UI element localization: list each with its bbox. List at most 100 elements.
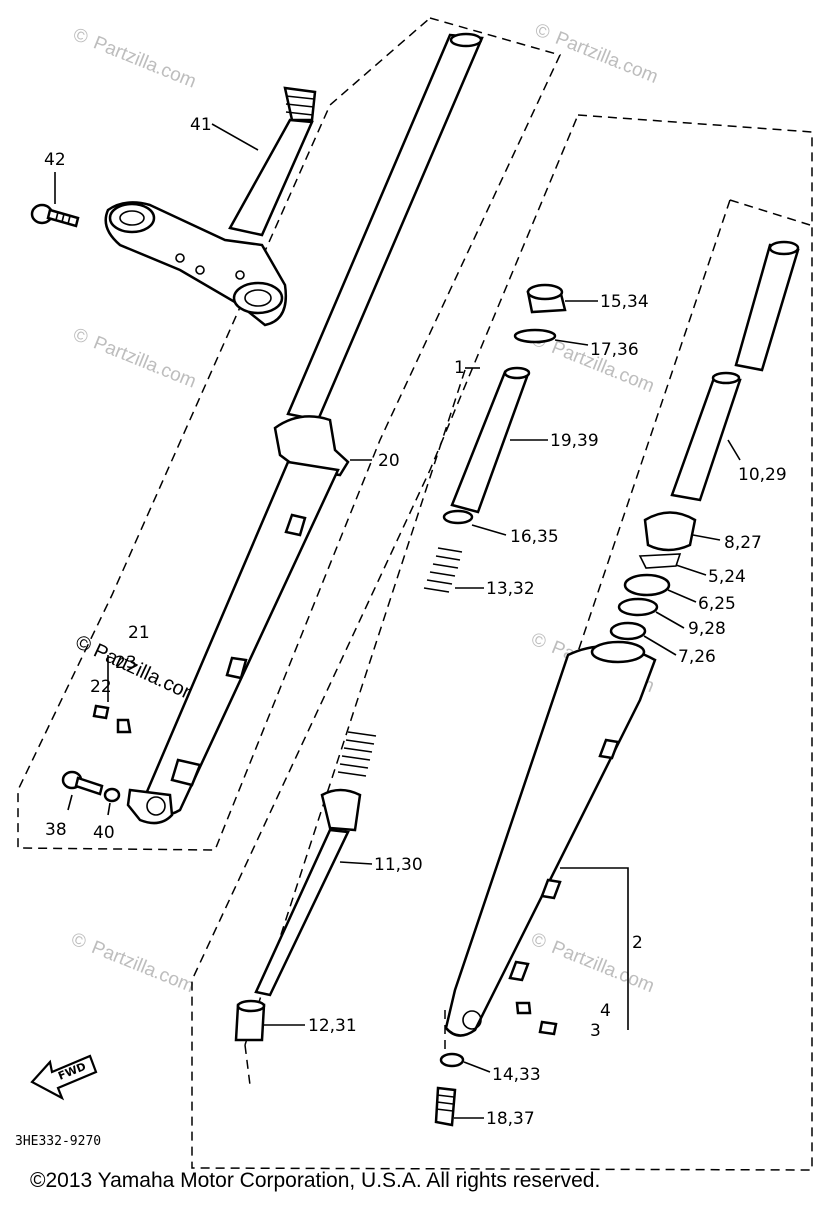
watermark-symbol: © bbox=[528, 929, 549, 954]
callout-15-34: 15,34 bbox=[600, 292, 649, 312]
right-outer-tube-top bbox=[590, 640, 646, 664]
dashed-guide bbox=[729, 199, 811, 226]
callout-16-35: 16,35 bbox=[510, 527, 559, 547]
callout-11-30: 11,30 bbox=[374, 855, 423, 875]
callout-8-27: 8,27 bbox=[724, 533, 762, 553]
callout-6-25: 6,25 bbox=[698, 594, 736, 614]
part-8-dust-seal bbox=[643, 511, 697, 552]
leader-40 bbox=[107, 802, 111, 816]
mount-tab bbox=[508, 960, 530, 982]
lower-bracket-left-clamp bbox=[108, 202, 156, 234]
middle-internals bbox=[234, 283, 567, 1042]
part-22-bolt bbox=[92, 704, 110, 720]
part-17-oring bbox=[513, 328, 557, 344]
leader-lines bbox=[54, 123, 741, 1119]
part-19-spacer-tube bbox=[450, 370, 530, 514]
copyright-notice: ©2013 Yamaha Motor Corporation, U.S.A. A… bbox=[30, 1169, 600, 1192]
callout-7-26: 7,26 bbox=[678, 647, 716, 667]
callout-14-33: 14,33 bbox=[492, 1065, 541, 1085]
bracket-hole bbox=[175, 253, 185, 263]
callout-12-31: 12,31 bbox=[308, 1016, 357, 1036]
watermark-symbol: © bbox=[70, 324, 91, 349]
part-14-gasket bbox=[439, 1052, 465, 1068]
bolt-42 bbox=[30, 203, 80, 228]
bracket-hole bbox=[195, 265, 205, 275]
watermark-symbol: © bbox=[68, 929, 89, 954]
watermark-symbol: © bbox=[528, 629, 549, 654]
leader-14 bbox=[463, 1061, 491, 1073]
part-23-nut bbox=[116, 718, 132, 734]
right-inner-tube-upper bbox=[734, 243, 800, 372]
callout-40: 40 bbox=[93, 823, 115, 843]
steering-stem bbox=[104, 86, 317, 327]
callout-38: 38 bbox=[45, 820, 67, 840]
callout-23: 23 bbox=[115, 653, 137, 673]
leader-7 bbox=[643, 635, 677, 656]
part-12-oil-lock-top bbox=[236, 999, 266, 1013]
watermarks: ©Partzilla.com ©Partzilla.com ©Partzilla… bbox=[68, 20, 661, 998]
callout-17-36: 17,36 bbox=[590, 340, 639, 360]
part-16-washer bbox=[442, 509, 474, 525]
leader-6 bbox=[667, 589, 697, 603]
callout-42: 42 bbox=[44, 150, 66, 170]
part-19-tube-top bbox=[503, 366, 531, 380]
part-5-retaining-clip bbox=[638, 553, 682, 569]
part-7-bushing bbox=[609, 621, 647, 641]
bolt-threads bbox=[55, 211, 71, 225]
part-10-tube-top bbox=[711, 371, 741, 385]
clamp-bore bbox=[244, 289, 272, 307]
right-tube-top bbox=[768, 240, 800, 256]
leader-8 bbox=[692, 534, 721, 541]
left-fork-assembly bbox=[126, 32, 484, 825]
outer-tube-left bbox=[138, 460, 340, 817]
leader-11 bbox=[339, 861, 373, 865]
watermark-symbol: © bbox=[70, 24, 91, 49]
callout-4: 4 bbox=[600, 1001, 611, 1021]
callout-18-37: 18,37 bbox=[486, 1109, 535, 1129]
leader-41 bbox=[211, 123, 259, 151]
callout-19-39: 19,39 bbox=[550, 431, 599, 451]
part-10-inner-tube bbox=[670, 376, 742, 502]
watermark-symbol: © bbox=[532, 20, 553, 45]
clamp-bore bbox=[119, 210, 145, 226]
leader-9 bbox=[655, 611, 685, 629]
bracket-hole bbox=[235, 270, 245, 280]
leader-5 bbox=[675, 564, 707, 576]
callout-5-24: 5,24 bbox=[708, 567, 746, 587]
part-40-washer bbox=[103, 787, 121, 803]
part-18-bolt bbox=[434, 1086, 457, 1127]
right-axle-bore bbox=[462, 1010, 482, 1030]
callout-13-32: 13,32 bbox=[486, 579, 535, 599]
stem-shaft bbox=[228, 118, 314, 237]
part-13-spring-coils bbox=[423, 547, 463, 593]
part-18-threads bbox=[435, 1094, 455, 1112]
mount-tab bbox=[598, 738, 620, 760]
callout-1: 1 bbox=[454, 358, 465, 378]
rebound-spring-coils bbox=[337, 731, 377, 777]
watermark-text: Partzilla.com bbox=[89, 937, 198, 997]
inner-tube-top bbox=[449, 32, 483, 48]
callout-10-29: 10,29 bbox=[738, 465, 787, 485]
mount-tab bbox=[170, 758, 202, 787]
watermark-text: Partzilla.com bbox=[90, 32, 199, 92]
leader-10 bbox=[727, 439, 741, 461]
mount-tab bbox=[540, 878, 562, 900]
part-38-bolt-shank bbox=[74, 776, 104, 796]
inner-tube-left bbox=[286, 33, 484, 422]
watermark-text: Partzilla.com bbox=[552, 28, 661, 88]
leader-17 bbox=[554, 339, 589, 346]
callout-9-28: 9,28 bbox=[688, 619, 726, 639]
lower-bracket-right-clamp bbox=[232, 281, 284, 315]
part-4-nut bbox=[515, 1001, 532, 1015]
callout-labels: 42 41 20 21 23 22 38 40 1 15,34 17,36 19… bbox=[44, 115, 787, 1129]
callout-20: 20 bbox=[378, 451, 400, 471]
fwd-arrow: FWD bbox=[30, 1054, 98, 1101]
right-fork-boundary bbox=[191, 114, 813, 1171]
callout-3: 3 bbox=[590, 1021, 601, 1041]
leader-38 bbox=[67, 794, 73, 811]
callout-41: 41 bbox=[190, 115, 212, 135]
part-6-oil-seal bbox=[623, 573, 671, 597]
callout-2: 2 bbox=[632, 933, 643, 953]
left-small-parts bbox=[61, 704, 132, 803]
